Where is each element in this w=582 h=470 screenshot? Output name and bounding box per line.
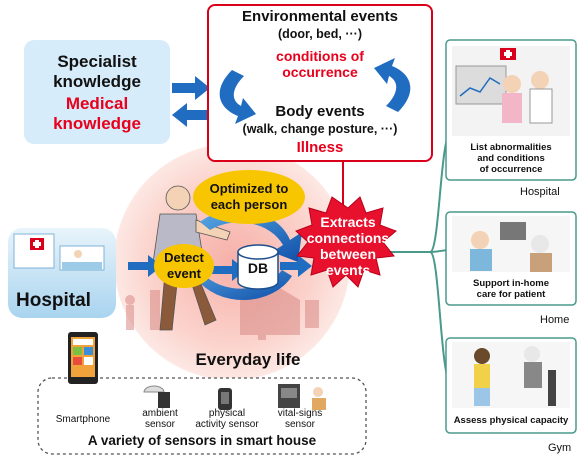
extract-starburst xyxy=(295,196,397,288)
panel-home: Support in-home care for patient xyxy=(446,276,576,304)
hospital-left-label: Hospital xyxy=(16,290,91,311)
body-events-title: Body events xyxy=(275,103,365,120)
illness-label: Illness xyxy=(296,139,344,156)
knowledge-box xyxy=(24,40,170,144)
body-events-subtitle: (walk, change posture, ···) xyxy=(242,122,398,136)
conditions-label: conditions of xyxy=(276,48,364,64)
sensors-title: A variety of sensors in smart house xyxy=(87,433,317,448)
hospital-to-detect-arrow xyxy=(128,255,162,277)
panel-gym-caption-1: Assess physical capacity xyxy=(453,415,569,426)
hospital-building xyxy=(8,228,116,318)
detect-line-2: event xyxy=(167,266,201,281)
panel-hospital-caption-1: List abnormalities xyxy=(470,142,552,153)
everyday-life-label: Everyday life xyxy=(195,350,301,369)
cycle-arrows xyxy=(184,209,302,301)
occurrence-label: occurrence xyxy=(282,64,358,80)
optimized-ellipse xyxy=(193,170,305,224)
hospital-panel-illustration xyxy=(452,46,570,136)
env-subtitle: (door, bed, ···) xyxy=(277,27,362,41)
db-to-extract-arrow xyxy=(280,255,312,277)
detect-line-1: Detect xyxy=(164,250,204,265)
vital-sensor-device xyxy=(278,384,326,410)
panel-gym-label: Gym xyxy=(548,442,572,454)
panel-gym: Assess physical capacity xyxy=(446,414,576,430)
panel-hospital-label: Hospital xyxy=(520,186,560,198)
ambient-sensor-line-2: sensor xyxy=(144,419,175,430)
knowledge-line-1: Specialist xyxy=(57,52,137,71)
extract-line-1: Extracts xyxy=(320,214,376,230)
physical-sensor-line-2: activity sensor xyxy=(195,419,259,430)
knowledge-arrow-right xyxy=(172,76,210,100)
optimized-line-2: each person xyxy=(210,197,288,212)
vital-sensor-line-1: vital-signs xyxy=(277,408,323,419)
extract-line-4: events xyxy=(325,262,371,278)
smartphone-label: Smartphone xyxy=(55,414,111,425)
db-label: DB xyxy=(247,260,269,276)
panel-home-caption-1: Support in-home xyxy=(473,278,549,289)
gym-panel-illustration xyxy=(452,342,570,408)
ambient-sensor-line-1: ambient xyxy=(142,408,178,419)
knowledge-line-2: knowledge xyxy=(53,72,141,91)
knowledge-line-4: knowledge xyxy=(53,114,141,133)
vital-sensor-line-2: sensor xyxy=(284,419,315,430)
panel-home-label: Home xyxy=(540,314,570,326)
ambient-sensor-device xyxy=(143,385,170,408)
smartphone-device xyxy=(68,332,98,384)
physical-sensor-line-1: physical xyxy=(208,408,246,419)
panel-home-caption-2: care for patient xyxy=(476,289,546,300)
knowledge-arrow-left xyxy=(172,103,210,127)
extract-line-3: between xyxy=(319,246,376,262)
panel-hospital: List abnormalities and conditions of occ… xyxy=(446,140,576,180)
detect-to-db-arrow xyxy=(208,259,246,281)
extract-line-2: connections xyxy=(306,230,390,246)
home-panel-illustration xyxy=(452,216,570,272)
panel-hospital-caption-3: of occurrence xyxy=(479,164,543,175)
panel-hospital-caption-2: and conditions xyxy=(477,153,545,164)
knowledge-line-3: Medical xyxy=(65,94,129,113)
optimized-line-1: Optimized to xyxy=(209,181,289,196)
activity-sensor-device xyxy=(218,388,232,410)
detect-ellipse xyxy=(154,244,214,288)
env-title: Environmental events xyxy=(242,8,398,25)
db-cylinder xyxy=(237,244,279,290)
